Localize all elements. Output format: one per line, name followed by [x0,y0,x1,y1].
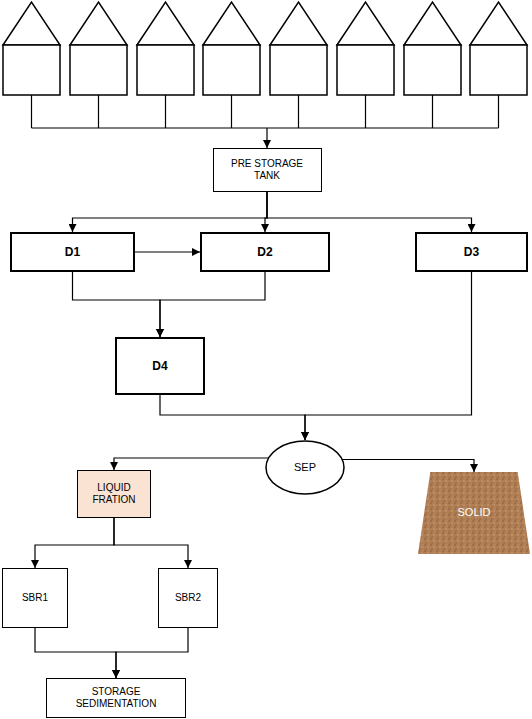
house-icon [337,2,394,95]
digester-box: D3 [415,232,528,272]
node-label: D4 [152,359,167,373]
flow-arrow [114,518,188,568]
node-label: SEP [294,461,316,474]
house-icon [137,2,194,95]
tank-box: PRE STORAGE TANK [213,148,322,192]
node-label: SBR2 [175,592,201,604]
node-label: LIQUID FRATION [84,482,144,506]
flow-arrow [160,272,265,337]
flow-arrow [114,458,269,470]
flow-arrow [160,395,305,440]
ellipse-outline [266,441,344,494]
node-label: SOLID [457,506,490,519]
solid-heap: SOLID [418,472,530,554]
heap-outline [418,472,530,554]
reactor-box: SBR2 [158,568,218,628]
flow-arrow [73,192,268,232]
collector-line [32,95,499,128]
digester-box: D2 [200,232,330,272]
node-label: D1 [65,245,80,259]
node-label: SBR1 [22,592,48,604]
house-icon [270,2,327,95]
house-icon [404,2,461,95]
house-icon [470,2,527,95]
node-label: D3 [464,245,479,259]
collector-lines [32,95,499,148]
house-icons [3,2,527,95]
flow-arrow [35,518,114,568]
storage-box: STORAGE SEDIMENTATION [46,678,186,718]
separator-ellipse: SEP [265,440,345,495]
flow-arrow [116,628,188,678]
flow-arrow [35,628,116,678]
feed-arrow [266,128,267,148]
house-icon [70,2,127,95]
flow-arrow [267,192,472,232]
flow-arrow [305,272,472,440]
node-label: PRE STORAGE TANK [220,158,315,182]
liquid-box: LIQUID FRATION [77,470,151,518]
digester-box: D4 [115,337,205,395]
flow-arrow [73,272,161,337]
digester-box: D1 [10,232,135,272]
house-icon [3,2,60,95]
flow-arrow [342,460,474,473]
node-label: D2 [257,245,272,259]
flow-arrow [135,251,200,252]
house-icon [203,2,260,95]
reactor-box: SBR1 [2,568,68,628]
node-label: STORAGE SEDIMENTATION [53,686,179,710]
